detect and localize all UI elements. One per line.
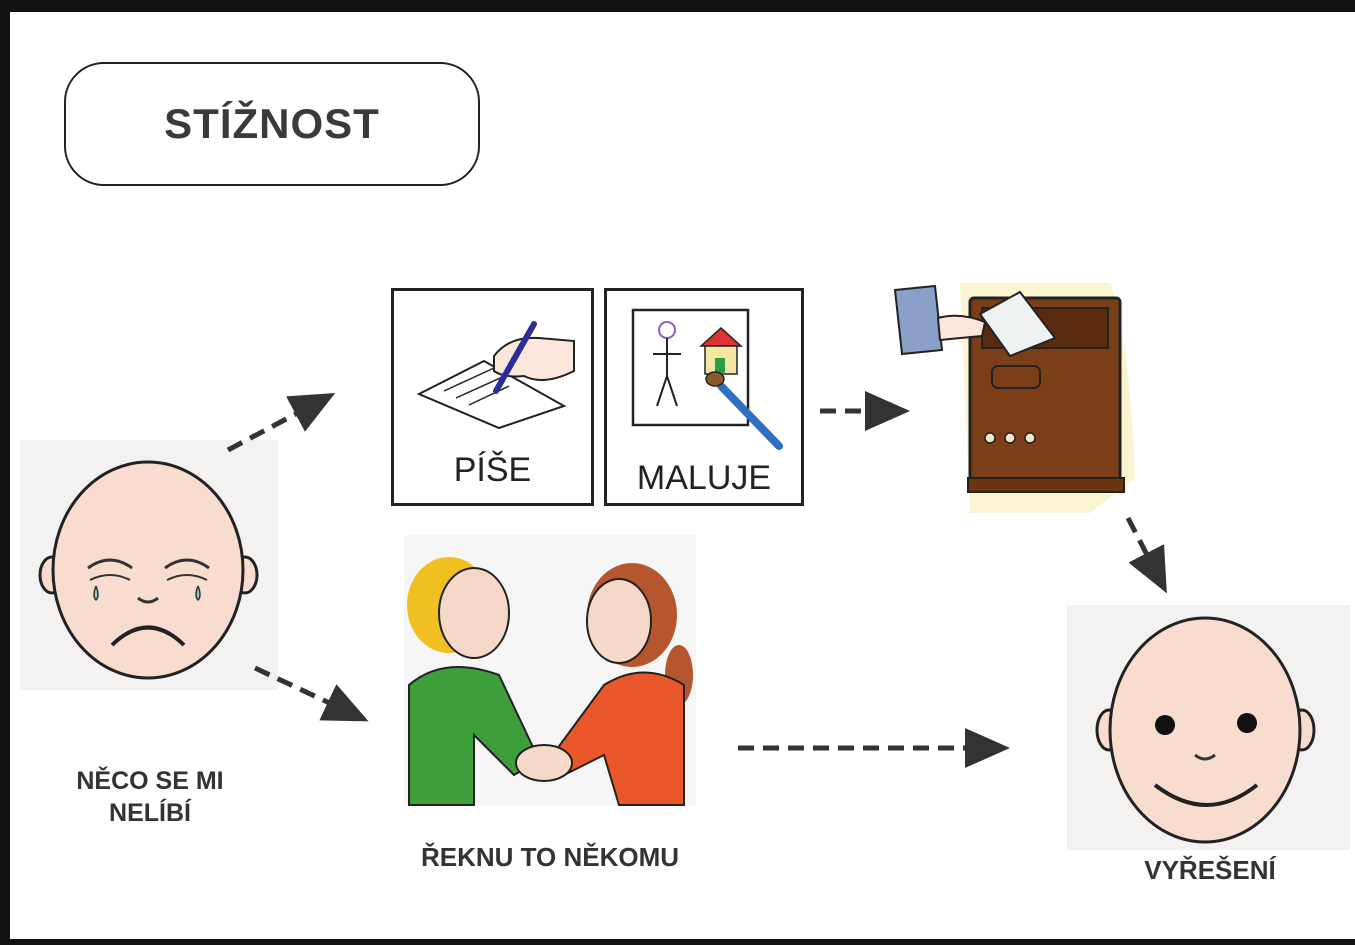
mailbox-icon xyxy=(893,283,1135,513)
painting-icon xyxy=(631,308,783,450)
writing-hand-icon xyxy=(416,321,575,430)
draw-card: MALUJE xyxy=(604,288,804,506)
sad-label: NĚCO SE MI NELÍBÍ xyxy=(76,767,224,827)
write-card: PÍŠE xyxy=(391,288,594,506)
handshake-icon xyxy=(404,535,696,806)
happy-face-icon xyxy=(1067,605,1350,850)
title-box: STÍŽNOST xyxy=(64,62,480,186)
solved-label: VYŘEŠENÍ xyxy=(1144,855,1276,885)
arrow-sad-to-tell xyxy=(253,665,369,722)
arrow-mailbox-to-solved xyxy=(1125,516,1167,594)
write-label: PÍŠE xyxy=(453,451,532,489)
tell-label: ŘEKNU TO NĚKOMU xyxy=(420,842,680,872)
title: STÍŽNOST xyxy=(164,100,380,147)
sad-face-icon xyxy=(20,440,278,690)
arrow-sad-to-write xyxy=(226,392,336,453)
draw-label: MALUJE xyxy=(636,459,772,497)
